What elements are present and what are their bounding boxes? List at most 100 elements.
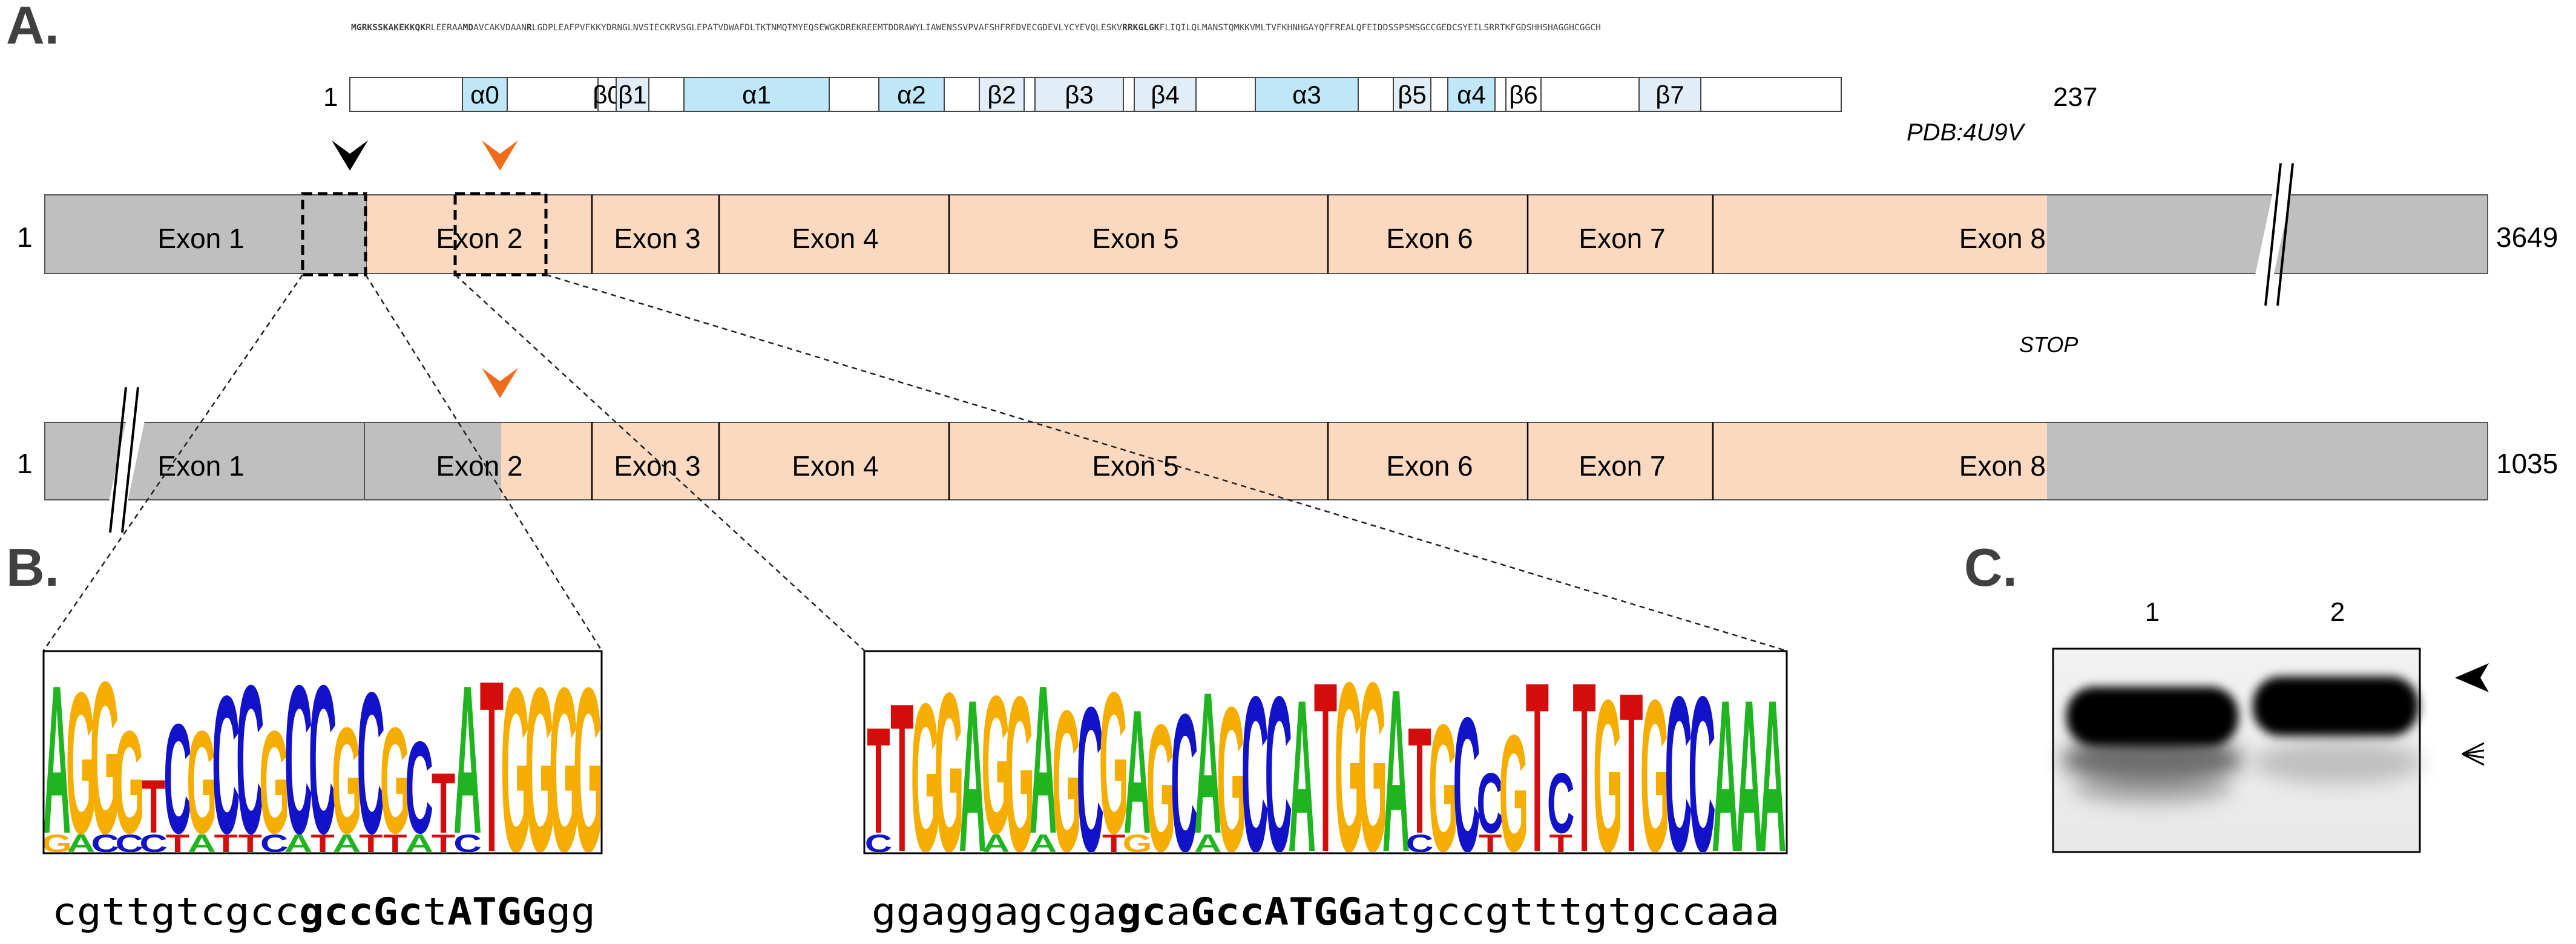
logo-letter: G [549,639,579,900]
protein-segment [1700,77,1842,112]
transcript1-utr5 [44,194,367,274]
feathered-arrow-icon [2462,742,2485,766]
logo-letter: C [284,641,312,878]
logo-letter: G [1593,654,1623,897]
logo-letter: T [166,830,189,857]
logo-letter: C [1077,665,1104,896]
transcript2-exon-fill [501,422,2047,500]
protein-segment-label: β7 [1655,80,1684,109]
logo-letter: G [1123,830,1152,857]
t2-exon6-label: Exon 6 [1386,450,1473,482]
transcript1-bar [44,194,2488,274]
t1-exon2-label: Exon 2 [436,223,522,254]
seq-bold-1: MGRKSSKAKEKKQK [351,22,426,33]
logo-letter: A [1194,650,1221,875]
logo-letter: T [480,630,504,903]
break-mark-icon [102,387,151,539]
transcript2-start: 1 [17,448,33,479]
logo-letter: C [1241,650,1269,898]
black-arrowhead-icon [332,140,368,171]
logo-letter: C [115,830,143,857]
transcript2-end: 1035 [2496,448,2558,479]
t2-exon7-label: Exon 7 [1579,450,1665,482]
t1-exon7-label: Exon 7 [1579,223,1665,254]
protein-segment-label: α1 [742,80,771,109]
t2-exon3-label: Exon 3 [614,450,700,482]
logo-letter: C [1547,756,1574,851]
logo-letter: A [1735,654,1763,897]
logo-letter: T [1526,632,1549,902]
seq-part-3: LGDPLEAFPVFKKYDRNGLNVSIECKRVSGLEPATVDWAF… [532,22,1122,33]
protein-segment [829,77,879,112]
logo-letter: C [1406,830,1433,857]
logo-letter: T [1620,646,1643,899]
protein-segment [944,77,980,112]
logo-letter: T [432,830,455,857]
start-region-box [301,192,367,277]
t2-exon4-label: Exon 4 [792,450,878,482]
logo-letter: C [163,692,191,866]
logo-letter: C [91,830,119,857]
protein-segment [648,77,685,112]
transcript1-end: 3649 [2496,221,2558,253]
protein-segment-label: α3 [1292,80,1321,109]
logo-letter: G [1640,654,1670,897]
t2-exon1-label: Exon 1 [157,450,244,482]
transcript2-utr3 [2047,422,2488,500]
logo-letter: A [188,830,215,857]
logo-letter: T [1549,830,1572,857]
logo-letter: T [1408,696,1431,865]
logo-letter: A [1030,830,1057,857]
logo-letter: G [1334,632,1364,902]
logo-letter: C [1688,650,1715,898]
seq-part-4: FLIQILQLMANSTQMKKVMLTVFKHNHGAYQFFREALQFE… [1160,22,1601,33]
stop-label: STOP [2019,332,2078,357]
blot-lane-1-label: 1 [2145,597,2160,627]
transcript1-outline [44,194,2488,274]
seq-bold-2: MD [463,22,474,33]
t2-exon8-label: Exon 8 [1959,450,2046,482]
blot-lane-2 [2253,677,2422,784]
logo-letter: A [1030,641,1057,878]
protein-segment-strand [1638,77,1701,112]
logo-letter: T [867,696,890,865]
logo-letter: C [453,830,481,857]
protein-segment-helix [1255,77,1359,112]
transcript1-exon-fill [367,195,2047,274]
orange-arrowhead-icon [482,140,518,171]
logo-letter: A [43,641,71,878]
logo-letter: A [1382,641,1410,900]
logo-letter: G [66,651,96,876]
logo-letter: G [42,830,72,857]
logo-letter: T [1479,830,1502,857]
protein-segment-label: β4 [1151,80,1180,109]
transcript1-start: 1 [17,221,33,253]
logo-letter: G [1099,650,1129,875]
seq-part-1: RLEERAA [426,22,463,33]
panel-a-label: A. [6,0,59,55]
protein-end: 237 [2053,82,2097,112]
logo-letter: G [186,701,217,864]
logo-letter: G [332,696,362,865]
logo2-frame [863,650,1788,854]
logo-letter: C [212,655,240,874]
panel-c-label: C. [1964,537,2017,597]
t1-exon5-label: Exon 5 [1092,223,1178,254]
seq-part-2: AVCAKVDAAN [473,22,527,33]
logo1-frame [42,650,603,854]
t1-exon8-label: Exon 8 [1959,223,2046,254]
logo-letter: C [236,641,264,878]
protein-segment-label: β5 [1398,80,1427,109]
protein-segment-strand [616,77,649,112]
logo-letter: G [935,646,964,899]
logo-letter: A [1123,673,1151,870]
logo-letter: T [1314,632,1337,902]
protein-segment [507,77,599,112]
protein-segment [1358,77,1394,112]
protein-segment [1123,77,1135,112]
sequence-run: atgccgtttgtgccaaa [1362,890,1779,934]
logo-letter: A [959,654,986,897]
blot-lane-2-label: 2 [2330,597,2345,627]
